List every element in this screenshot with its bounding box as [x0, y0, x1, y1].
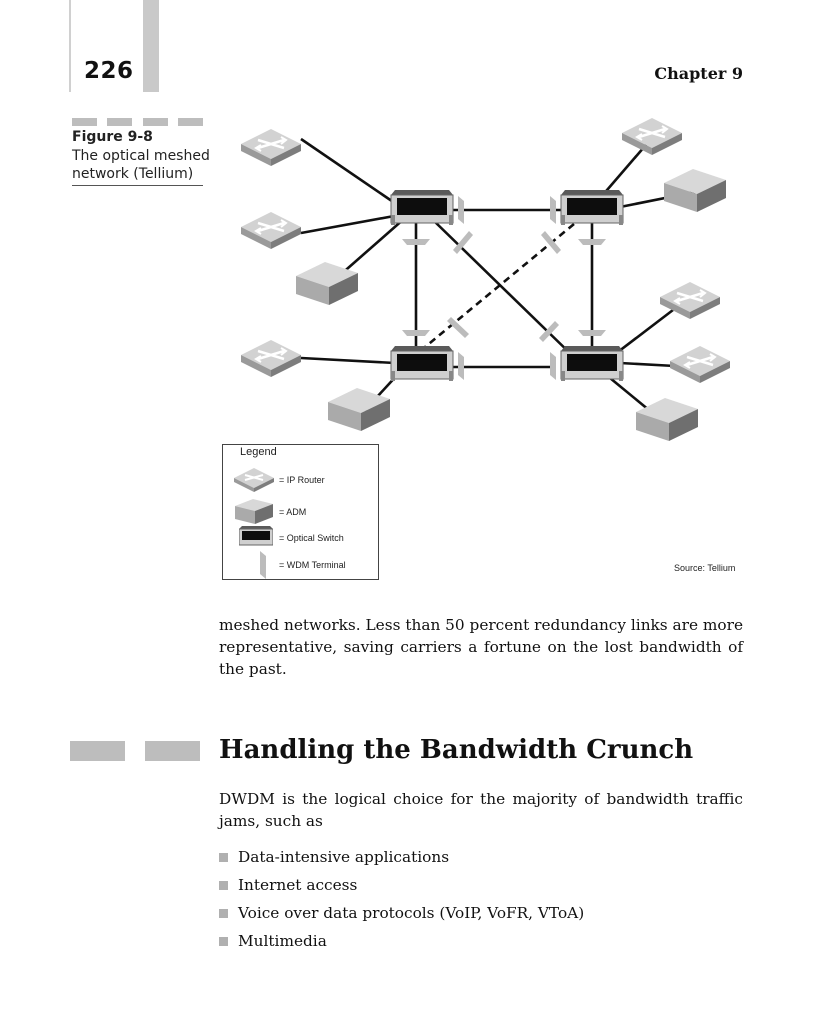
figure-legend: Legend = IP Router = ADM = Optical Switc…: [222, 444, 379, 580]
figure-source: Source: Tellium: [674, 563, 736, 573]
figure-caption-rule: [72, 185, 203, 186]
page-tab-bar: [143, 0, 159, 92]
legend-item-wdm-terminal: = WDM Terminal: [279, 560, 346, 570]
legend-title: Legend: [240, 446, 277, 458]
legend-item-adm: = ADM: [279, 507, 307, 517]
adm-icon: [235, 499, 273, 524]
page-number: 226: [84, 58, 134, 84]
list-item: Multimedia: [219, 928, 584, 956]
figure-caption: The optical meshed network (Tellium): [72, 148, 210, 182]
list-item: Voice over data protocols (VoIP, VoFR, V…: [219, 900, 584, 928]
optical-switch-icon: [239, 526, 273, 546]
legend-item-ip-router: = IP Router: [279, 475, 325, 485]
list-item: Data-intensive applications: [219, 844, 584, 872]
optical-meshed-network-diagram: [239, 116, 732, 441]
bullet-square-icon: [219, 937, 228, 946]
figure-label: Figure 9-8: [72, 129, 153, 145]
body-paragraph-continued: meshed networks. Less than 50 percent re…: [219, 616, 743, 678]
bullet-square-icon: [219, 853, 228, 862]
section-heading: Handling the Bandwidth Crunch: [219, 735, 694, 765]
page-tab-edge: [69, 0, 71, 92]
body-paragraph-intro: DWDM is the logical choice for the major…: [219, 790, 743, 830]
chapter-label: Chapter 9: [654, 64, 743, 83]
wdm-terminal-icon: [260, 551, 266, 579]
bullet-list: Data-intensive applications Internet acc…: [219, 844, 584, 956]
bullet-square-icon: [219, 881, 228, 890]
legend-item-optical-switch: = Optical Switch: [279, 533, 344, 543]
figure-dashes: [72, 118, 204, 126]
bullet-square-icon: [219, 909, 228, 918]
ip-router-icon: [234, 468, 274, 492]
list-item: Internet access: [219, 872, 584, 900]
